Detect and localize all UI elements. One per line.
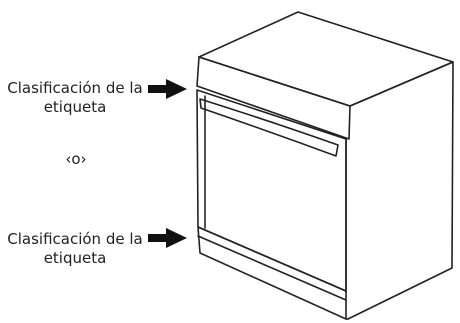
rating-label-top-line1: Clasificación de la	[7, 79, 143, 97]
dishwasher-top	[198, 11, 454, 107]
rating-label-top: Clasificación de la etiqueta	[2, 79, 148, 117]
door-handle	[199, 98, 339, 157]
arrow-right-icon	[148, 228, 187, 248]
side-panel	[347, 61, 454, 320]
rating-label-bottom-line2: etiqueta	[43, 249, 107, 267]
rating-label-bottom: Clasificación de la etiqueta	[2, 230, 148, 268]
rating-label-bottom-line1: Clasificación de la	[7, 230, 143, 248]
arrow-right-icon	[148, 79, 187, 99]
rating-label-top-line2: etiqueta	[43, 98, 107, 116]
control-panel	[196, 56, 351, 140]
or-separator: ‹o›	[65, 150, 87, 168]
kick-plate	[197, 226, 347, 320]
door-panel	[196, 89, 347, 292]
